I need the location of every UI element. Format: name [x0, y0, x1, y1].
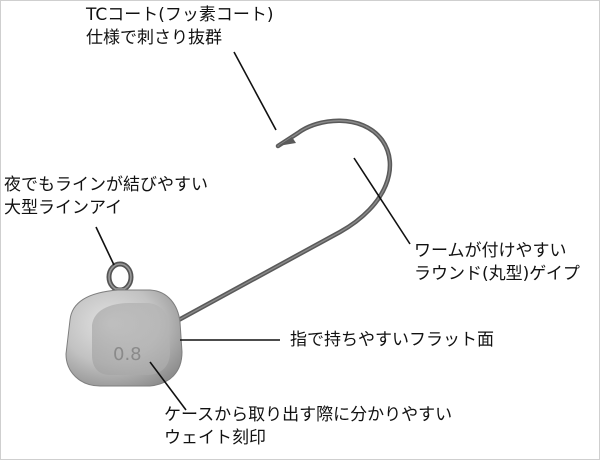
callout-gap-line2: ラウンド(丸型)ゲイプ — [414, 264, 580, 284]
callout-line-eye: 夜でもラインが結びやすい 大型ラインアイ — [4, 174, 208, 220]
callout-flat-face: 指で持ちやすいフラット面 — [290, 329, 494, 352]
callout-weight-mark-line2: ウェイト刻印 — [164, 428, 266, 448]
leader-line-eye — [95, 226, 115, 266]
callout-weight-mark-line1: ケースから取り出す際に分かりやすい — [164, 405, 453, 425]
hook-barb — [278, 137, 296, 146]
callout-tc-coat: TCコート(フッ素コート) 仕様で刺さり抜群 — [86, 4, 274, 50]
callout-gap: ワームが付けやすい ラウンド(丸型)ゲイプ — [414, 240, 580, 286]
leader-tc-coat — [233, 51, 277, 131]
leader-lines — [95, 51, 411, 411]
callout-gap-line1: ワームが付けやすい — [414, 241, 567, 261]
leader-weight-mark — [149, 361, 187, 411]
callout-tc-coat-line2: 仕様で刺さり抜群 — [86, 28, 222, 48]
callout-tc-coat-line1: TCコート(フッ素コート) — [86, 5, 274, 25]
weight-engraving: 0.8 — [113, 344, 142, 365]
callout-weight-mark: ケースから取り出す際に分かりやすい ウェイト刻印 — [164, 404, 452, 450]
callout-flat-face-line1: 指で持ちやすいフラット面 — [290, 330, 494, 350]
leader-gap — [353, 157, 411, 245]
callout-line-eye-line2: 大型ラインアイ — [4, 198, 123, 218]
jig-head: 0.8 — [65, 289, 183, 387]
callout-line-eye-line1: 夜でもラインが結びやすい — [4, 175, 208, 195]
